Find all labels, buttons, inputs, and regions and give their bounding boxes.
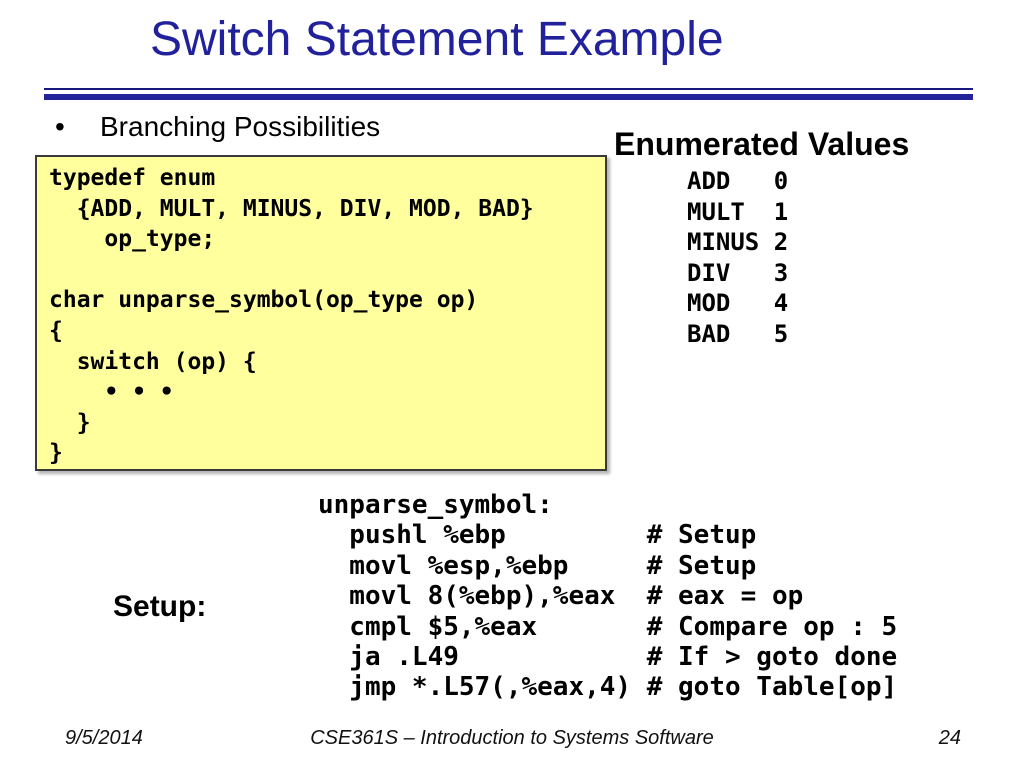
enumerated-values-heading: Enumerated Values — [614, 126, 910, 162]
enum-name: BAD — [687, 319, 731, 348]
enum-row: MOD 4 — [687, 288, 788, 319]
enum-row: MULT 1 — [687, 197, 788, 228]
enum-name: MULT — [687, 197, 745, 226]
enum-name: MOD — [687, 289, 731, 318]
enum-value: 0 — [773, 167, 789, 195]
footer-date: 9/5/2014 — [65, 727, 143, 749]
enum-value: 2 — [773, 228, 789, 257]
bullet-item: • Branching Possibilities — [55, 110, 380, 144]
enum-row: BAD 5 — [687, 319, 788, 350]
enum-value: 1 — [773, 197, 789, 226]
assembly-block: unparse_symbol: pushl %ebp # Setup movl … — [318, 490, 897, 703]
footer-page-number: 24 — [938, 727, 961, 749]
title-rule — [44, 88, 973, 100]
enum-value: 5 — [773, 319, 789, 348]
title-rule-thick-line — [44, 94, 973, 100]
bullet-marker-icon: • — [55, 111, 65, 142]
enum-row: DIV 3 — [687, 258, 788, 289]
bullet-label: Branching Possibilities — [100, 111, 381, 142]
enum-name: ADD — [687, 167, 731, 195]
title-rule-thin-line — [44, 88, 973, 90]
enum-name: DIV — [687, 258, 731, 287]
footer-course-title: CSE361S – Introduction to Systems Softwa… — [310, 727, 714, 749]
enum-row: MINUS 2 — [687, 227, 788, 258]
c-code-listing: typedef enum {ADD, MULT, MINUS, DIV, MOD… — [49, 165, 534, 467]
slide-title: Switch Statement Example — [150, 13, 724, 66]
c-code-box: typedef enum {ADD, MULT, MINUS, DIV, MOD… — [35, 155, 607, 471]
enum-value: 3 — [773, 258, 789, 287]
enum-row: ADD 0 — [687, 166, 788, 197]
enum-value: 4 — [773, 289, 789, 318]
assembly-listing: unparse_symbol: pushl %ebp # Setup movl … — [318, 490, 898, 703]
setup-label: Setup: — [113, 590, 207, 623]
enum-table: ADD 0 MULT 1 MINUS 2 DIV 3 MOD 4 BAD 5 — [687, 166, 788, 350]
enum-name: MINUS — [687, 228, 760, 257]
